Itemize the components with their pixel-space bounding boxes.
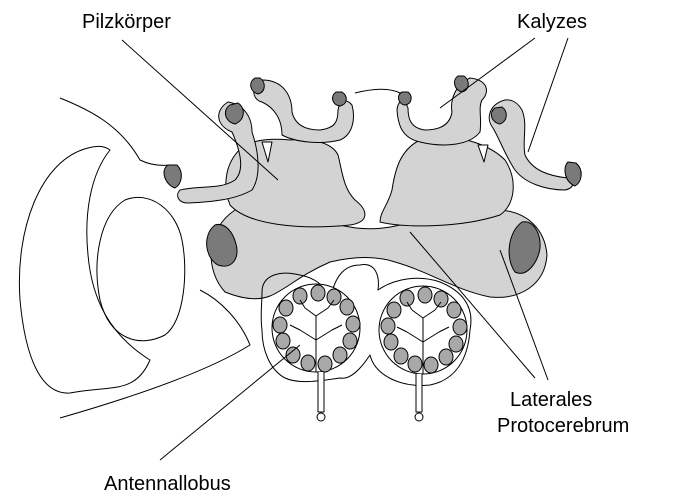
leader-antennallobus (160, 345, 300, 460)
right-mushroom-lobe (380, 137, 513, 226)
head-outline-lower (60, 290, 250, 418)
label-antennallobus: Antennallobus (104, 472, 231, 496)
right-nerve-end (415, 413, 423, 421)
calyx-bridge (355, 89, 400, 93)
calyx-tip-right-small (398, 92, 411, 105)
label-laterales: Laterales (510, 388, 592, 412)
left-antennal-nerve (318, 372, 324, 412)
label-pilzkoerper: Pilzkörper (82, 10, 171, 34)
calyx-tip-right-outer (491, 107, 506, 124)
calyx-tip-left-small (333, 92, 347, 106)
right-antennal-nerve (416, 374, 422, 412)
label-kalyzes: Kalyzes (517, 10, 587, 34)
protocerebrum (211, 208, 547, 298)
calyx-tip-left-side (164, 165, 181, 188)
left-outer-calyx (178, 102, 258, 203)
optic-lobe (97, 197, 185, 340)
leader-kalyzes-2 (528, 38, 568, 152)
label-protocerebrum: Protocerebrum (497, 414, 629, 438)
calyx-tip-left-inner (251, 78, 265, 94)
head-outline (60, 98, 170, 165)
compound-eye (19, 146, 150, 393)
leader-kalyzes-1 (440, 38, 535, 108)
right-inner-calyx (397, 78, 486, 145)
left-inner-calyx (254, 80, 354, 142)
leader-pilzkoerper (122, 40, 278, 180)
left-nerve-end (317, 413, 325, 421)
calyx-tip-left-outer (225, 103, 243, 124)
